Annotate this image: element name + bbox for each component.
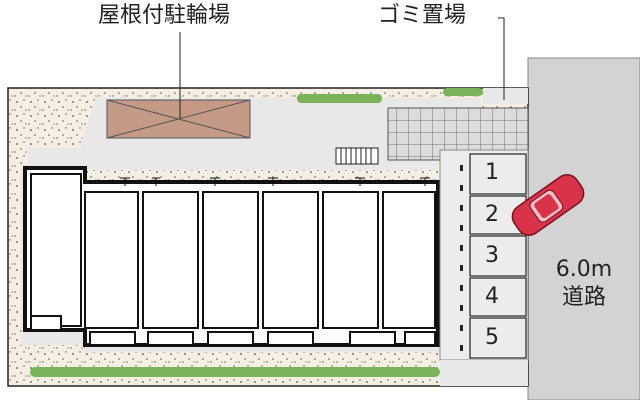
parking-lot [439,149,529,361]
unit-6 [322,191,379,329]
hedge-top-right [443,88,483,96]
unit-1 [30,173,82,327]
parking-number-2: 2 [485,202,499,227]
unit-3 [142,191,199,329]
hedge-top [297,94,382,103]
parking-number-5: 5 [485,325,499,350]
road-width-label: 6.0m [555,257,613,282]
stairs-icon [335,147,379,165]
road-label: 道路 [561,285,606,310]
parking-stall-lines [469,153,527,359]
parking-markers [460,165,463,351]
hedge-bottom [30,367,440,377]
unit-5 [262,191,319,329]
car-icon [511,174,585,236]
trash-area-label: ゴミ置場 [378,3,467,28]
parking-number-1: 1 [485,160,499,185]
bike-parking-label: 屋根付駐輪場 [98,3,231,28]
parking-number-4: 4 [485,284,499,309]
units [30,173,436,329]
entry-strip [483,88,528,104]
road [527,57,640,400]
unit-7 [382,191,436,329]
unit-4 [202,191,259,329]
parking-number-3: 3 [485,243,499,268]
leader-trash [498,17,505,100]
unit-2 [84,191,139,329]
